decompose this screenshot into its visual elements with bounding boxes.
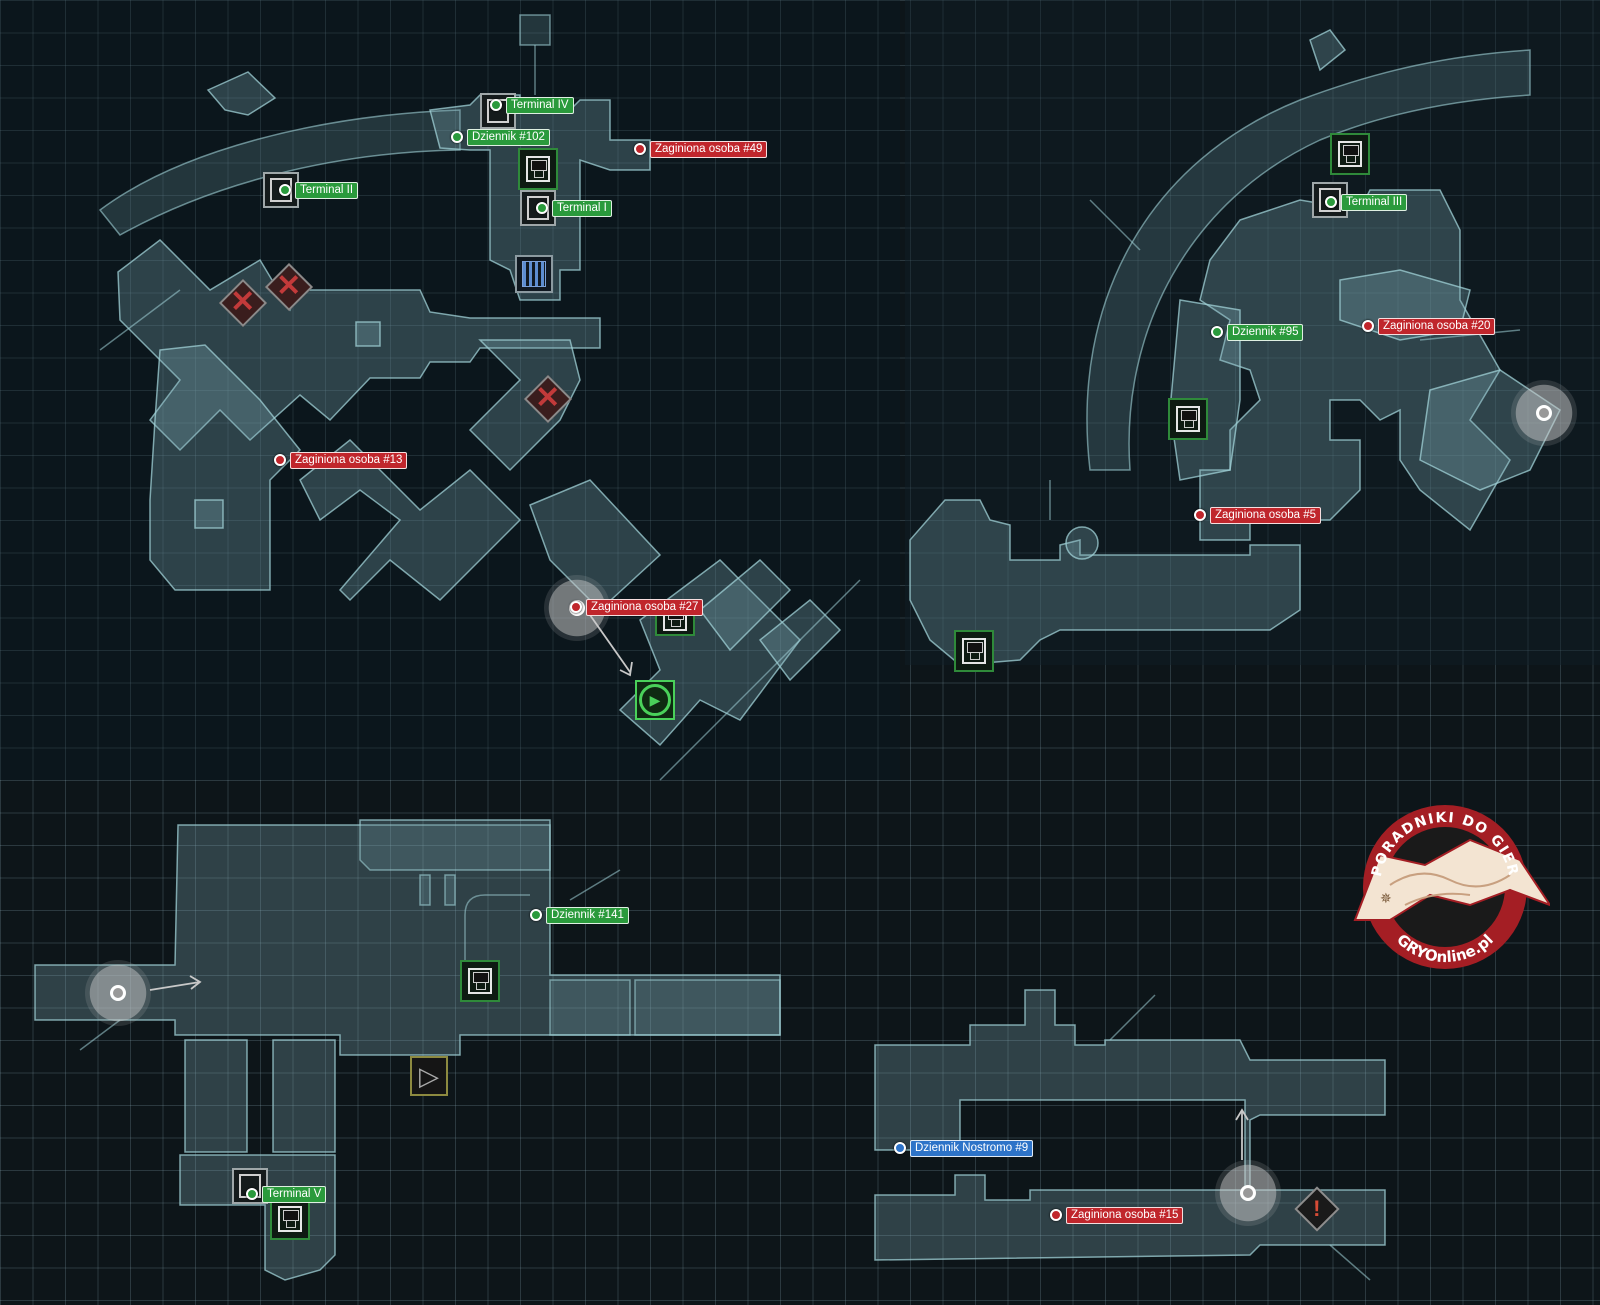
marker-label: Zaginiona osoba #5 <box>1210 506 1322 524</box>
red-dot-icon <box>570 601 582 613</box>
entry-point-core <box>1536 405 1552 421</box>
door-arrow-icon[interactable]: ▷ <box>410 1056 448 1096</box>
marker-dziennik-nostromo-9[interactable]: Dziennik Nostromo #9 <box>894 1139 1034 1157</box>
floorplan-sector-top-right <box>909 29 1561 666</box>
floppy-disk-icon <box>1176 406 1200 432</box>
save-station-icon[interactable] <box>270 1198 310 1240</box>
objective-play-icon[interactable]: ▶ <box>635 680 675 720</box>
entry-point-core <box>1240 1185 1256 1201</box>
entry-point-icon[interactable] <box>1511 380 1577 446</box>
terminal-screen <box>527 196 549 220</box>
marker-terminal-i[interactable]: Terminal I <box>536 199 612 217</box>
marker-label: Zaginiona osoba #20 <box>1378 317 1496 335</box>
sector-top-left-shade <box>0 0 900 780</box>
floppy-disk-icon <box>278 1206 302 1232</box>
terminal-screen <box>1319 188 1341 212</box>
green-dot-icon <box>246 1188 258 1200</box>
marker-label: Terminal IV <box>506 96 574 114</box>
green-dot-icon <box>530 909 542 921</box>
compass-icon: ✵ <box>1380 890 1392 906</box>
green-dot-icon <box>451 131 463 143</box>
green-dot-icon <box>1211 326 1223 338</box>
marker-zaginiona-13[interactable]: Zaginiona osoba #13 <box>274 451 408 469</box>
marker-terminal-v[interactable]: Terminal V <box>246 1185 327 1203</box>
marker-label: Zaginiona osoba #27 <box>586 598 704 616</box>
marker-terminal-iii[interactable]: Terminal III <box>1325 193 1408 211</box>
marker-label: Zaginiona osoba #49 <box>650 140 768 158</box>
entry-point-core <box>110 985 126 1001</box>
entry-point-icon[interactable] <box>1215 1160 1281 1226</box>
marker-dziennik-141[interactable]: Dziennik #141 <box>530 906 629 924</box>
marker-terminal-ii[interactable]: Terminal II <box>279 181 359 199</box>
marker-label: Zaginiona osoba #13 <box>290 451 408 469</box>
vent-icon[interactable] <box>515 255 553 293</box>
terminal-screen <box>270 178 292 202</box>
save-station-icon[interactable] <box>460 960 500 1002</box>
marker-terminal-iv[interactable]: Terminal IV <box>490 96 574 114</box>
marker-zaginiona-49[interactable]: Zaginiona osoba #49 <box>634 140 768 158</box>
marker-label: Dziennik #102 <box>467 128 550 146</box>
gryonline-logo: ✵ PORADNIKI DO GIER GRYOnline.pl <box>1353 805 1550 969</box>
save-station-icon[interactable] <box>1168 398 1208 440</box>
save-station-icon[interactable] <box>518 148 558 190</box>
floppy-disk-icon <box>962 638 986 664</box>
marker-label: Terminal V <box>262 1185 327 1203</box>
marker-dziennik-102[interactable]: Dziennik #102 <box>451 128 550 146</box>
marker-zaginiona-5[interactable]: Zaginiona osoba #5 <box>1194 506 1322 524</box>
map-scroll-icon <box>1353 838 1550 921</box>
marker-label: Terminal I <box>552 199 612 217</box>
marker-dziennik-95[interactable]: Dziennik #95 <box>1211 323 1304 341</box>
green-dot-icon <box>536 202 548 214</box>
vent-grille <box>522 261 546 287</box>
entry-point-icon[interactable] <box>85 960 151 1026</box>
marker-label: Zaginiona osoba #15 <box>1066 1206 1184 1224</box>
green-dot-icon <box>1325 196 1337 208</box>
green-dot-icon <box>490 99 502 111</box>
red-dot-icon <box>1194 509 1206 521</box>
marker-zaginiona-15[interactable]: Zaginiona osoba #15 <box>1050 1206 1184 1224</box>
save-station-icon[interactable] <box>954 630 994 672</box>
marker-label: Terminal III <box>1341 193 1408 211</box>
floppy-disk-icon <box>526 156 550 182</box>
save-station-icon[interactable] <box>1330 133 1370 175</box>
red-dot-icon <box>274 454 286 466</box>
floorplan-sector-bottom-right <box>874 989 1386 1281</box>
red-dot-icon <box>1362 320 1374 332</box>
marker-label: Dziennik #95 <box>1227 323 1304 341</box>
marker-label: Terminal II <box>295 181 359 199</box>
floppy-disk-icon <box>1338 141 1362 167</box>
floppy-disk-icon <box>468 968 492 994</box>
red-dot-icon <box>634 143 646 155</box>
marker-zaginiona-27[interactable]: Zaginiona osoba #27 <box>570 598 704 616</box>
marker-label: Dziennik Nostromo #9 <box>910 1139 1034 1157</box>
marker-label: Dziennik #141 <box>546 906 629 924</box>
marker-zaginiona-20[interactable]: Zaginiona osoba #20 <box>1362 317 1496 335</box>
floorplan-sector-bottom-left <box>34 819 781 1281</box>
red-dot-icon <box>1050 1209 1062 1221</box>
green-dot-icon <box>279 184 291 196</box>
blue-dot-icon <box>894 1142 906 1154</box>
